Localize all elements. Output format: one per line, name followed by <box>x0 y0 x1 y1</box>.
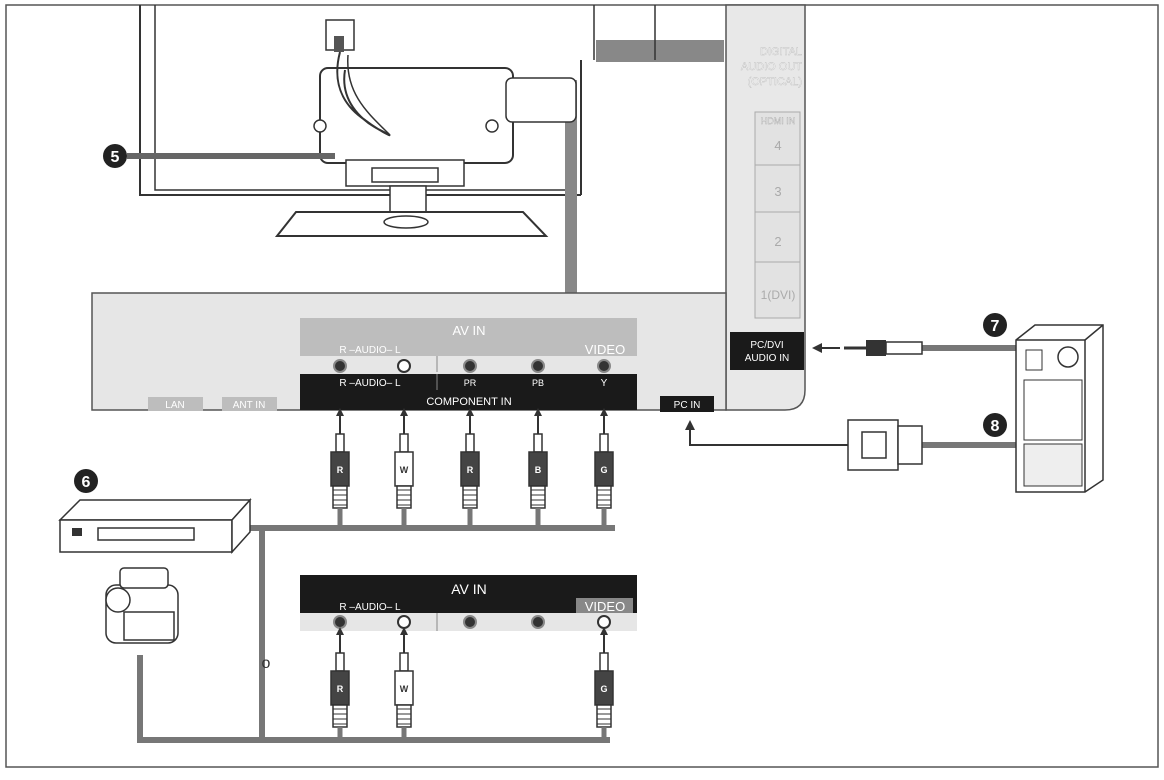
or-label: o <box>262 655 271 672</box>
hdmi-in-label: HDMI IN <box>761 116 796 126</box>
vcr-device <box>58 498 252 554</box>
rca-plug-b: B <box>528 408 548 528</box>
callout-6: 6 <box>74 469 98 493</box>
hdmi-port-2: 2 <box>774 234 781 249</box>
digital-audio-out-line3: (OPTICAL) <box>748 76 802 88</box>
svg-text:6: 6 <box>82 474 91 491</box>
component-audio-label: R –AUDIO– L <box>339 378 401 389</box>
component-pr-label: PR <box>464 378 477 388</box>
rear-video-label: VIDEO <box>585 342 625 357</box>
svg-text:5: 5 <box>111 149 120 166</box>
hdmi-port-3: 3 <box>774 184 781 199</box>
rca-plug-r: R <box>330 627 350 740</box>
rear-panel: LAN ANT IN AV IN R –AUDIO– L VIDEO R –AU… <box>91 292 804 412</box>
rca-plug-letter: G <box>600 684 607 694</box>
hdmi-port-4: 4 <box>774 138 781 153</box>
rca-plug-g: G <box>594 627 614 740</box>
component-y-label: Y <box>601 378 608 389</box>
component-in-label: COMPONENT IN <box>426 396 511 408</box>
camcorder-cable <box>137 655 610 743</box>
tv-back-view <box>139 5 582 237</box>
lan-label: LAN <box>165 400 184 411</box>
camcorder-device <box>105 567 179 644</box>
rear-av-audio-label: R –AUDIO– L <box>339 345 401 356</box>
rca-plug-w: W <box>394 408 414 528</box>
hdmi-port-1: 1(DVI) <box>761 288 796 302</box>
pc-dvi-audio-line1: PC/DVI <box>750 340 783 351</box>
av-audio-label: R –AUDIO– L <box>339 602 401 613</box>
ant-in-label: ANT IN <box>233 400 266 411</box>
rca-plug-letter: R <box>467 465 474 475</box>
svg-text:7: 7 <box>991 318 1000 335</box>
pc-vga-cable <box>685 419 1018 471</box>
rca-plug-letter: R <box>337 684 344 694</box>
digital-audio-out-line2: AUDIO OUT <box>741 61 802 73</box>
svg-text:8: 8 <box>991 418 1000 435</box>
digital-audio-out-line1: DIGITAL <box>760 46 802 58</box>
callout-8: 8 <box>983 413 1007 437</box>
callout-7: 7 <box>983 313 1007 337</box>
rear-av-in-title: AV IN <box>453 323 486 338</box>
rca-plug-r: R <box>330 408 350 528</box>
av-in-panel: AV IN R –AUDIO– L VIDEO <box>300 575 637 631</box>
callout-5: 5 <box>103 144 335 168</box>
side-panel: DIGITAL AUDIO OUT (OPTICAL) HDMI IN 4 3 … <box>505 4 806 411</box>
pc-dvi-audio-line2: AUDIO IN <box>745 353 789 364</box>
rca-plug-w: W <box>394 627 414 740</box>
pc-in-label: PC IN <box>674 400 701 411</box>
rca-plug-letter: G <box>600 465 607 475</box>
rca-plug-letter: R <box>337 465 344 475</box>
av-in-title: AV IN <box>451 581 487 597</box>
pc-tower <box>1015 324 1104 493</box>
rca-plug-letter: B <box>535 465 542 475</box>
rca-plug-r: R <box>460 408 480 528</box>
pc-audio-cable <box>812 340 1018 356</box>
component-pb-label: PB <box>532 378 544 388</box>
rca-plug-letter: W <box>400 465 409 475</box>
rca-plug-letter: W <box>400 684 409 694</box>
rca-plug-g: G <box>594 408 614 528</box>
av-video-label: VIDEO <box>585 599 625 614</box>
